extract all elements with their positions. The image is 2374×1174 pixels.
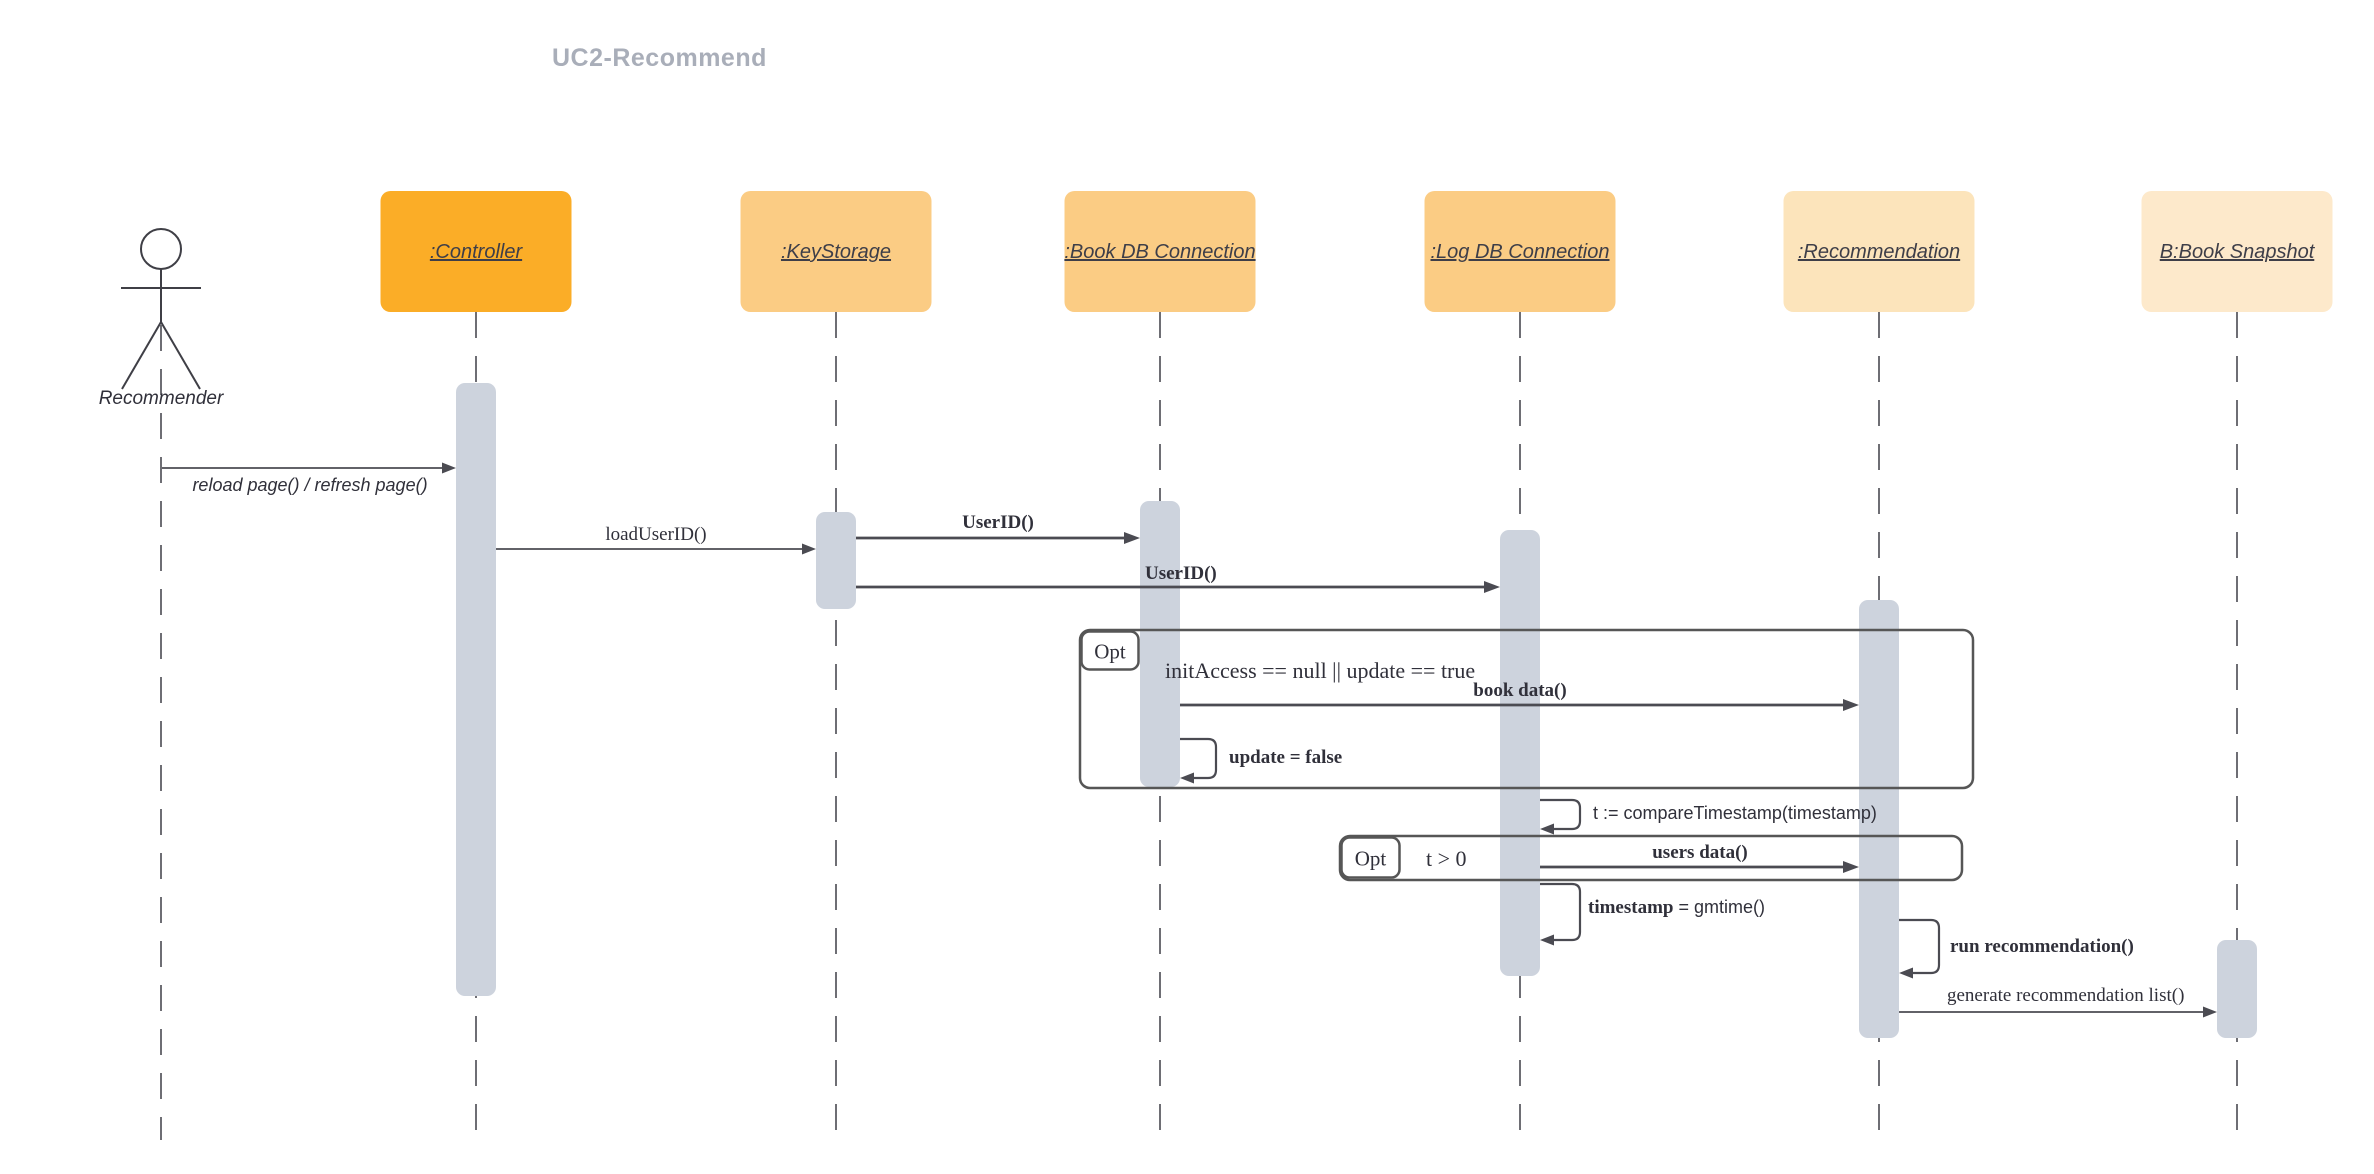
fragment-operator-tab (1340, 836, 1401, 879)
self-message-hook (1180, 737, 1218, 780)
participant-box-controller[interactable] (380, 191, 572, 312)
fragment-guard-label: t > 0 (1426, 846, 1467, 871)
participant-box-keystorage[interactable] (740, 191, 932, 312)
activation-bar-controller[interactable] (456, 383, 496, 996)
self-message-hook (1540, 882, 1582, 942)
message-label: run recommendation() (1950, 936, 2134, 957)
actor-label: Recommender (99, 388, 224, 409)
activation-bar-recommendation[interactable] (1859, 600, 1899, 1038)
participant-box-recommendation[interactable] (1783, 191, 1975, 312)
activation-bar-booksnapshot[interactable] (2217, 940, 2257, 1038)
participant-box-booksnapshot[interactable] (2141, 191, 2333, 312)
arrowhead-icon (1540, 823, 1554, 835)
message-label: generate recommendation list() (1947, 985, 2184, 1006)
message-users-data[interactable]: users data() (1540, 842, 1859, 873)
message-label: loadUserID() (605, 524, 706, 545)
actor-right-leg (160, 321, 201, 390)
fragment-operator-tab (1080, 630, 1140, 671)
fragment-frame (1338, 834, 1964, 882)
message-label: timestamp = gmtime() (1588, 897, 1765, 918)
participant-label-keystorage: :KeyStorage (781, 241, 891, 263)
arrowhead-icon (802, 543, 816, 555)
actor-icon[interactable] (121, 228, 201, 390)
message-label: UserID() (1145, 563, 1217, 584)
message-load-user-id[interactable]: loadUserID() (496, 524, 816, 555)
message-label: t := compareTimestamp(timestamp) (1593, 803, 1877, 823)
participant-label-booksnapshot: B:Book Snapshot (2160, 241, 2316, 263)
diagram-title: UC2-Recommend (552, 44, 767, 72)
arrowhead-icon (1843, 699, 1859, 711)
participant-label-bookdb: :Book DB Connection (1064, 241, 1255, 263)
participant-label-recommendation: :Recommendation (1798, 241, 1960, 263)
arrowhead-icon (442, 462, 456, 474)
fragment-guard-label: initAccess == null || update == true (1165, 658, 1475, 683)
message-generate-recommendation-list[interactable]: generate recommendation list() (1899, 985, 2217, 1018)
participant-box-bookdb[interactable] (1064, 191, 1256, 312)
actor-head (140, 228, 182, 270)
self-message-hook (1540, 798, 1582, 831)
message-user-id-to-logdb[interactable]: UserID() (856, 563, 1500, 593)
activations-layer (456, 383, 2257, 1038)
message-compare-timestamp[interactable]: t := compareTimestamp(timestamp) (1540, 798, 1877, 835)
message-label: book data() (1473, 680, 1566, 701)
opt-fragment-2[interactable]: Opt t > 0 (1338, 834, 1964, 882)
message-reload-page[interactable]: reload page() / refresh page() (162, 462, 456, 496)
arrowhead-icon (1899, 967, 1913, 979)
message-label: reload page() / refresh page() (192, 475, 427, 495)
message-user-id-to-bookdb[interactable]: UserID() (856, 512, 1140, 544)
participant-label-logdb: :Log DB Connection (1430, 241, 1609, 263)
messages-layer: reload page() / refresh page() loadUserID… (162, 462, 2217, 1018)
participant-box-logdb[interactable] (1424, 191, 1616, 312)
arrowhead-icon (1180, 772, 1194, 784)
fragment-frame (1078, 628, 1975, 790)
participant-label-controller: :Controller (430, 241, 524, 263)
fragment-operator-label: Opt (1094, 640, 1126, 664)
opt-fragment-1[interactable]: Opt initAccess == null || update == true (1078, 628, 1975, 790)
arrowhead-icon (2203, 1006, 2217, 1018)
arrowhead-icon (1540, 934, 1554, 946)
message-book-data[interactable]: book data() (1180, 680, 1859, 711)
activation-bar-keystorage[interactable] (816, 512, 856, 609)
message-timestamp-gmtime[interactable]: timestamp = gmtime() (1540, 882, 1765, 946)
message-label: update = false (1229, 747, 1342, 768)
arrowhead-icon (1843, 861, 1859, 873)
message-label: UserID() (962, 512, 1034, 533)
actor-layer: Recommender (99, 228, 224, 409)
participants-layer: :Controller :KeyStorage :Book DB Connectio… (380, 191, 2333, 312)
activation-bar-logdb[interactable] (1500, 530, 1540, 976)
message-update-false[interactable]: update = false (1180, 737, 1342, 784)
arrowhead-icon (1124, 532, 1140, 544)
self-message-hook (1899, 918, 1941, 975)
message-run-recommendation[interactable]: run recommendation() (1899, 918, 2134, 979)
fragment-operator-label: Opt (1355, 847, 1387, 871)
message-label: users data() (1652, 842, 1748, 863)
activation-bar-bookdb[interactable] (1140, 501, 1180, 787)
arrowhead-icon (1484, 581, 1500, 593)
actor-left-leg (121, 321, 162, 390)
